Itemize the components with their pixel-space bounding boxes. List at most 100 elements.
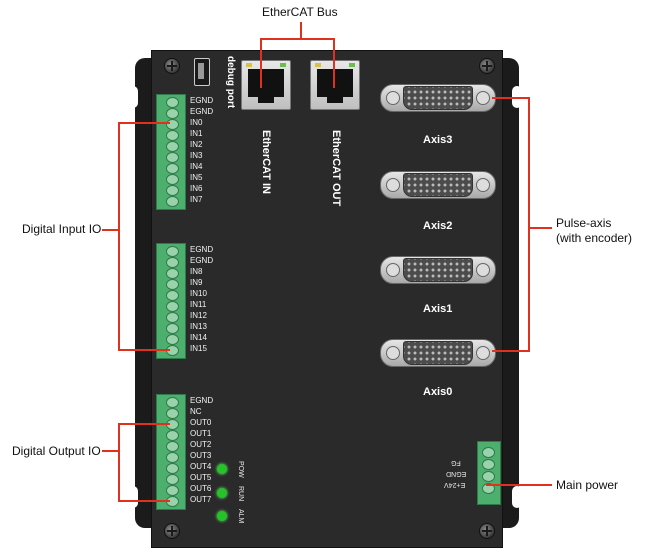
terminal-label: OUT0 — [190, 418, 212, 427]
terminal-screw-icon — [166, 141, 179, 152]
power-terminal-label: FG — [451, 459, 461, 466]
power-terminal-label: E+24V — [444, 481, 466, 488]
axis2-label: Axis2 — [423, 220, 453, 232]
mount-slot — [512, 486, 522, 508]
screw-icon — [479, 523, 495, 539]
callout-line — [118, 500, 170, 502]
callout-line — [118, 122, 120, 351]
alm-led-icon — [217, 511, 227, 521]
terminal-screw-icon — [166, 279, 179, 290]
terminal-label: EGND — [190, 396, 214, 405]
terminal-label: IN4 — [190, 162, 203, 171]
terminal-screw-icon — [166, 119, 179, 130]
terminal-label: EGND — [190, 107, 214, 116]
terminal-label: OUT5 — [190, 473, 212, 482]
terminal-label: IN1 — [190, 129, 203, 138]
terminal-screw-icon — [166, 268, 179, 279]
terminal-label: OUT3 — [190, 451, 212, 460]
terminal-label: OUT7 — [190, 495, 212, 504]
callout-line — [300, 22, 302, 39]
power-terminal-block — [477, 441, 501, 505]
terminal-label: IN12 — [190, 311, 207, 320]
callout-line — [102, 450, 119, 452]
terminal-screw-icon — [166, 97, 179, 108]
terminal-screw-icon — [166, 323, 179, 334]
run-led-icon — [217, 488, 227, 498]
mount-slot — [128, 86, 138, 108]
ethercat-out-label: EtherCAT OUT — [330, 130, 342, 207]
terminal-screw-icon — [166, 334, 179, 345]
callout-line — [492, 350, 530, 352]
terminal-screw-icon — [166, 152, 179, 163]
terminal-label: IN7 — [190, 195, 203, 204]
terminal-label: IN5 — [190, 173, 203, 182]
callout-line — [528, 227, 552, 229]
main-power-callout: Main power — [556, 478, 619, 492]
callout-line — [260, 38, 262, 88]
terminal-label: IN2 — [190, 140, 203, 149]
digital-output-callout: Digital Output IO — [12, 444, 101, 458]
terminal-screw-icon — [166, 463, 179, 474]
digital-input-callout: Digital Input IO — [22, 222, 102, 236]
terminal-label: IN13 — [190, 322, 207, 331]
terminal-label: NC — [190, 407, 202, 416]
screw-icon — [164, 58, 180, 74]
terminal-label: OUT4 — [190, 462, 212, 471]
callout-line — [528, 97, 530, 352]
led-label: POW — [237, 461, 244, 478]
terminal-screw-icon — [166, 301, 179, 312]
led-label: RUN — [237, 486, 244, 502]
callout-line — [118, 122, 170, 124]
terminal-screw-icon — [166, 196, 179, 207]
led-label: ALM — [237, 509, 244, 524]
callout-line — [102, 229, 119, 231]
terminal-screw-icon — [166, 163, 179, 174]
ethercat-in-label: EtherCAT IN — [260, 130, 272, 194]
terminal-label: OUT6 — [190, 484, 212, 493]
terminal-label: OUT1 — [190, 429, 212, 438]
terminal-screw-icon — [166, 185, 179, 196]
terminal-screw-icon — [166, 474, 179, 485]
axis3-label: Axis3 — [423, 134, 453, 146]
callout-line — [118, 349, 170, 351]
terminal-label: EGND — [190, 256, 214, 265]
pulse-axis-callout: Pulse-axis — [556, 216, 612, 230]
terminal-screw-icon — [166, 312, 179, 323]
ethercat-bus-callout: EtherCAT Bus — [262, 5, 338, 19]
axis0-connector — [380, 339, 496, 367]
terminal-label: IN6 — [190, 184, 203, 193]
terminal-label: IN10 — [190, 289, 207, 298]
power-terminal-label: EGND — [446, 470, 467, 477]
terminal-label: EGND — [190, 245, 214, 254]
callout-line — [260, 38, 335, 40]
ethercat-in-port — [241, 60, 291, 110]
terminal-label: OUT2 — [190, 440, 212, 449]
axis1-label: Axis1 — [423, 303, 453, 315]
axis3-connector — [380, 84, 496, 112]
terminal-screw-icon — [166, 257, 179, 268]
terminal-screw-icon — [166, 290, 179, 301]
terminal-label: IN9 — [190, 278, 203, 287]
callout-line — [486, 484, 552, 486]
terminal-screw-icon — [166, 430, 179, 441]
terminal-label: IN11 — [190, 300, 207, 309]
axis1-connector — [380, 256, 496, 284]
controller-face — [151, 50, 503, 548]
terminal-label: EGND — [190, 96, 214, 105]
callout-line — [118, 423, 170, 425]
terminal-screw-icon — [166, 452, 179, 463]
callout-line — [492, 97, 530, 99]
terminal-label: IN3 — [190, 151, 203, 160]
screw-icon — [479, 58, 495, 74]
terminal-label: IN8 — [190, 267, 203, 276]
callout-line — [118, 423, 120, 502]
debug-port-label: debug port — [225, 56, 236, 109]
pulse-axis-callout-sub: (with encoder) — [556, 231, 633, 245]
terminal-screw-icon — [166, 408, 179, 419]
debug-port-connector — [194, 58, 210, 86]
callout-line — [333, 38, 335, 88]
terminal-label: IN0 — [190, 118, 203, 127]
axis2-connector — [380, 171, 496, 199]
terminal-screw-icon — [166, 130, 179, 141]
terminal-screw-icon — [166, 246, 179, 257]
